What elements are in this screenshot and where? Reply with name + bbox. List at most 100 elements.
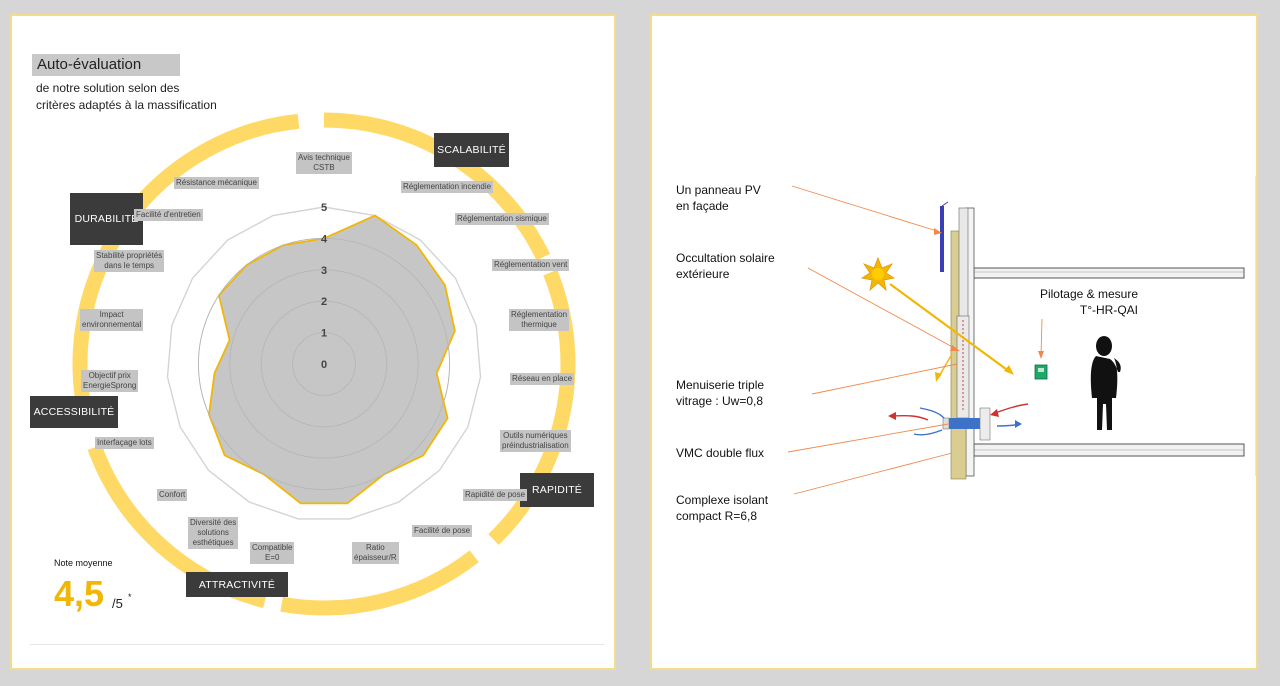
- criterion-label-15-line-1: environnemental: [82, 320, 142, 329]
- person-silhouette: [1090, 336, 1121, 430]
- label-occultation: Occultation solaire extérieure: [676, 250, 775, 282]
- criterion-label-7: Rapidité de pose: [463, 489, 528, 501]
- radar-scale-tick-3: 3: [321, 265, 327, 277]
- callout-vmc: [787, 423, 949, 453]
- radar-scale-tick-1: 1: [321, 328, 327, 340]
- criterion-label-5-line-0: Réseau en place: [512, 374, 573, 383]
- criterion-label-10-line-1: E=0: [265, 553, 280, 562]
- label-complexe-line-2: compact R=6,8: [676, 509, 758, 523]
- pv-panel: [940, 206, 944, 272]
- category-durabilite: DURABILITÉ: [70, 193, 143, 245]
- label-complexe-line-1: Complexe isolant: [676, 493, 769, 507]
- criterion-label-1: Réglementation incendie: [401, 181, 494, 193]
- arrow-red-2-head: [990, 409, 999, 417]
- criterion-label-9-line-1: épaisseur/R: [354, 553, 397, 562]
- vmc-left-cap: [942, 417, 950, 430]
- note-max: /5: [112, 596, 123, 611]
- criterion-label-3: Réglementation vent: [492, 259, 570, 271]
- chart-subtitle: de notre solution selon des critères ada…: [36, 80, 276, 114]
- criterion-label-8-line-0: Facilité de pose: [414, 526, 471, 535]
- label-pilotage: Pilotage & mesure T°-HR-QAI: [1018, 286, 1138, 318]
- radar-scale-tick-4: 4: [321, 233, 328, 245]
- chart-title: Auto-évaluation: [32, 54, 180, 76]
- criterion-label-2: Réglementation sismique: [455, 213, 549, 225]
- right-panel: Un panneau PV en façade Occultation sola…: [650, 14, 1258, 670]
- criterion-label-14-line-0: Objectif prix: [88, 371, 131, 380]
- criterion-label-17-line-0: Facilité d'entretien: [136, 210, 201, 219]
- label-occultation-line-2: extérieure: [676, 267, 730, 281]
- sun-ray-2-head: [935, 372, 942, 382]
- criterion-label-3-line-0: Réglementation vent: [494, 260, 568, 269]
- criterion-label-12: Confort: [157, 489, 188, 501]
- arrow-red-1-head: [888, 412, 896, 420]
- criterion-label-4-line-1: thermique: [521, 320, 557, 329]
- criterion-label-16-line-0: Stabilité propriétés: [96, 251, 163, 260]
- label-pv-line-1: Un panneau PV: [676, 183, 761, 197]
- pv-mount: [941, 201, 949, 207]
- category-attractivite: ATTRACTIVITÉ: [186, 572, 288, 597]
- arrow-blue-1: [919, 407, 945, 419]
- callout-occultation: [807, 267, 959, 351]
- criterion-label-0-line-1: CSTB: [313, 163, 335, 172]
- label-pilotage-line-2: T°-HR-QAI: [1079, 303, 1138, 317]
- radar-inner-ring-3: [229, 269, 419, 459]
- criterion-label-4-line-0: Réglementation: [511, 310, 568, 319]
- callout-complexe: [793, 452, 953, 495]
- label-pilotage-line-1: Pilotage & mesure: [1039, 287, 1138, 301]
- criterion-label-12-line-0: Confort: [159, 490, 186, 499]
- radar-scale-tick-5: 5: [321, 202, 327, 214]
- criterion-label-11-line-2: esthétiques: [192, 538, 234, 547]
- cladding-frame: [958, 207, 969, 329]
- arrow-blue-2: [913, 429, 943, 436]
- criterion-label-0-line-0: Avis technique: [298, 153, 350, 162]
- label-menuiserie-line-2: vitrage : Uw=0,8: [676, 394, 764, 408]
- criterion-label-10-line-0: Compatible: [252, 543, 293, 552]
- note-star: *: [128, 592, 132, 602]
- radar-data-area: [208, 214, 456, 505]
- subtitle-line-2: critères adaptés à la massification: [36, 98, 217, 112]
- criterion-label-16-line-1: dans le temps: [104, 261, 155, 270]
- radar-inner-ring-1: [292, 332, 356, 396]
- label-complexe: Complexe isolant compact R=6,8: [676, 492, 768, 524]
- label-pv: Un panneau PV en façade: [676, 182, 761, 214]
- subtitle-line-1: de notre solution selon des: [36, 81, 180, 95]
- criterion-label-1-line-0: Réglementation incendie: [403, 182, 492, 191]
- category-ring-arc-5: [72, 130, 236, 417]
- vmc-casing: [979, 407, 991, 441]
- vmc-unit: [949, 418, 980, 429]
- radar-inner-ring-4: [197, 237, 450, 490]
- upper-floor-slab: [973, 267, 1245, 279]
- criterion-label-2-line-0: Réglementation sismique: [457, 214, 547, 223]
- criterion-label-13: Interfaçage lots: [95, 437, 154, 449]
- callout-pv-head: [934, 228, 942, 235]
- criterion-label-7-line-0: Rapidité de pose: [465, 490, 526, 499]
- criterion-label-6-line-1: préindustrialisation: [502, 441, 569, 450]
- criterion-label-6-line-0: Outils numériques: [503, 431, 568, 440]
- label-vmc-line-1: VMC double flux: [676, 446, 765, 460]
- label-menuiserie-line-1: Menuiserie triple: [676, 378, 765, 392]
- criterion-label-14-line-1: EnergieSprong: [83, 381, 137, 390]
- note-value: 4,5: [54, 573, 105, 614]
- category-accessibilite: ACCESSIBILITÉ: [30, 396, 118, 428]
- callout-lines: [787, 185, 1043, 495]
- callout-pv: [791, 185, 941, 233]
- criterion-label-5: Réseau en place: [510, 373, 575, 385]
- label-vmc: VMC double flux: [676, 445, 764, 461]
- criterion-label-8: Facilité de pose: [412, 525, 473, 537]
- criterion-label-11-line-1: solutions: [197, 528, 229, 537]
- label-pv-line-2: en façade: [676, 199, 729, 213]
- callout-menuiserie: [811, 363, 958, 395]
- label-occultation-line-1: Occultation solaire: [676, 251, 775, 265]
- criterion-label-13-line-0: Interfaçage lots: [97, 438, 152, 447]
- callout-pilotage: [1040, 318, 1043, 357]
- criterion-label-17: Facilité d'entretien: [134, 209, 203, 221]
- callout-pilotage-head: [1038, 351, 1044, 359]
- criterion-label-18-line-0: Résistance mécanique: [176, 178, 257, 187]
